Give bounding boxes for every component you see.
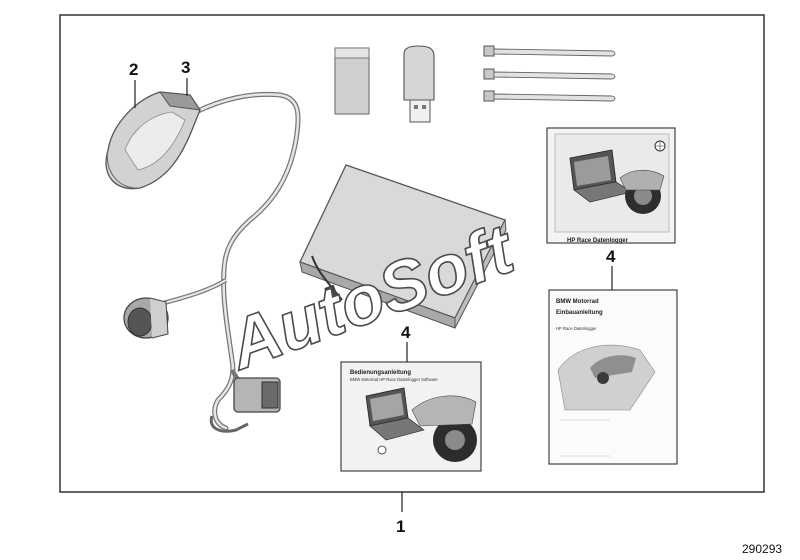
callout-4-cd: 4 bbox=[606, 247, 616, 266]
cable-tie-2 bbox=[483, 68, 616, 80]
manual-title: Einbauanleitung bbox=[556, 310, 603, 316]
data-logger-unit bbox=[299, 164, 507, 329]
software-cd-case: HP Race Datenlogger bbox=[546, 127, 676, 244]
operating-manual-title: Bedienungsanleitung bbox=[350, 370, 411, 376]
callout-4-manual: 4 bbox=[401, 323, 411, 342]
callout-1: 1 bbox=[396, 517, 405, 536]
reference-number: 290293 bbox=[742, 542, 782, 556]
callout-2: 2 bbox=[129, 60, 138, 79]
installation-manual: BMW Motorrad Einbauanleitung HP Race Dat… bbox=[548, 289, 678, 465]
cable-tie-3 bbox=[483, 90, 616, 102]
operating-manual: Bedienungsanleitung BMW Motorrad HP Race… bbox=[340, 361, 482, 472]
diagram-frame bbox=[59, 14, 765, 493]
usb-stick bbox=[403, 45, 435, 123]
wiring-harness bbox=[159, 91, 301, 431]
sensor-housing bbox=[105, 91, 202, 190]
adhesive-pad bbox=[334, 47, 370, 115]
cd-title: HP Race Datenlogger bbox=[567, 238, 629, 244]
round-connector bbox=[123, 297, 169, 339]
operating-manual-subtitle: BMW Motorrad HP Race Datenlogger Softwar… bbox=[350, 377, 438, 382]
manual-brand: BMW Motorrad bbox=[556, 299, 599, 305]
rectangular-connector bbox=[209, 377, 281, 433]
callout-3: 3 bbox=[181, 58, 190, 77]
manual-subtitle: HP Race Datenlogger bbox=[556, 326, 597, 331]
cable-tie-1 bbox=[483, 45, 616, 57]
